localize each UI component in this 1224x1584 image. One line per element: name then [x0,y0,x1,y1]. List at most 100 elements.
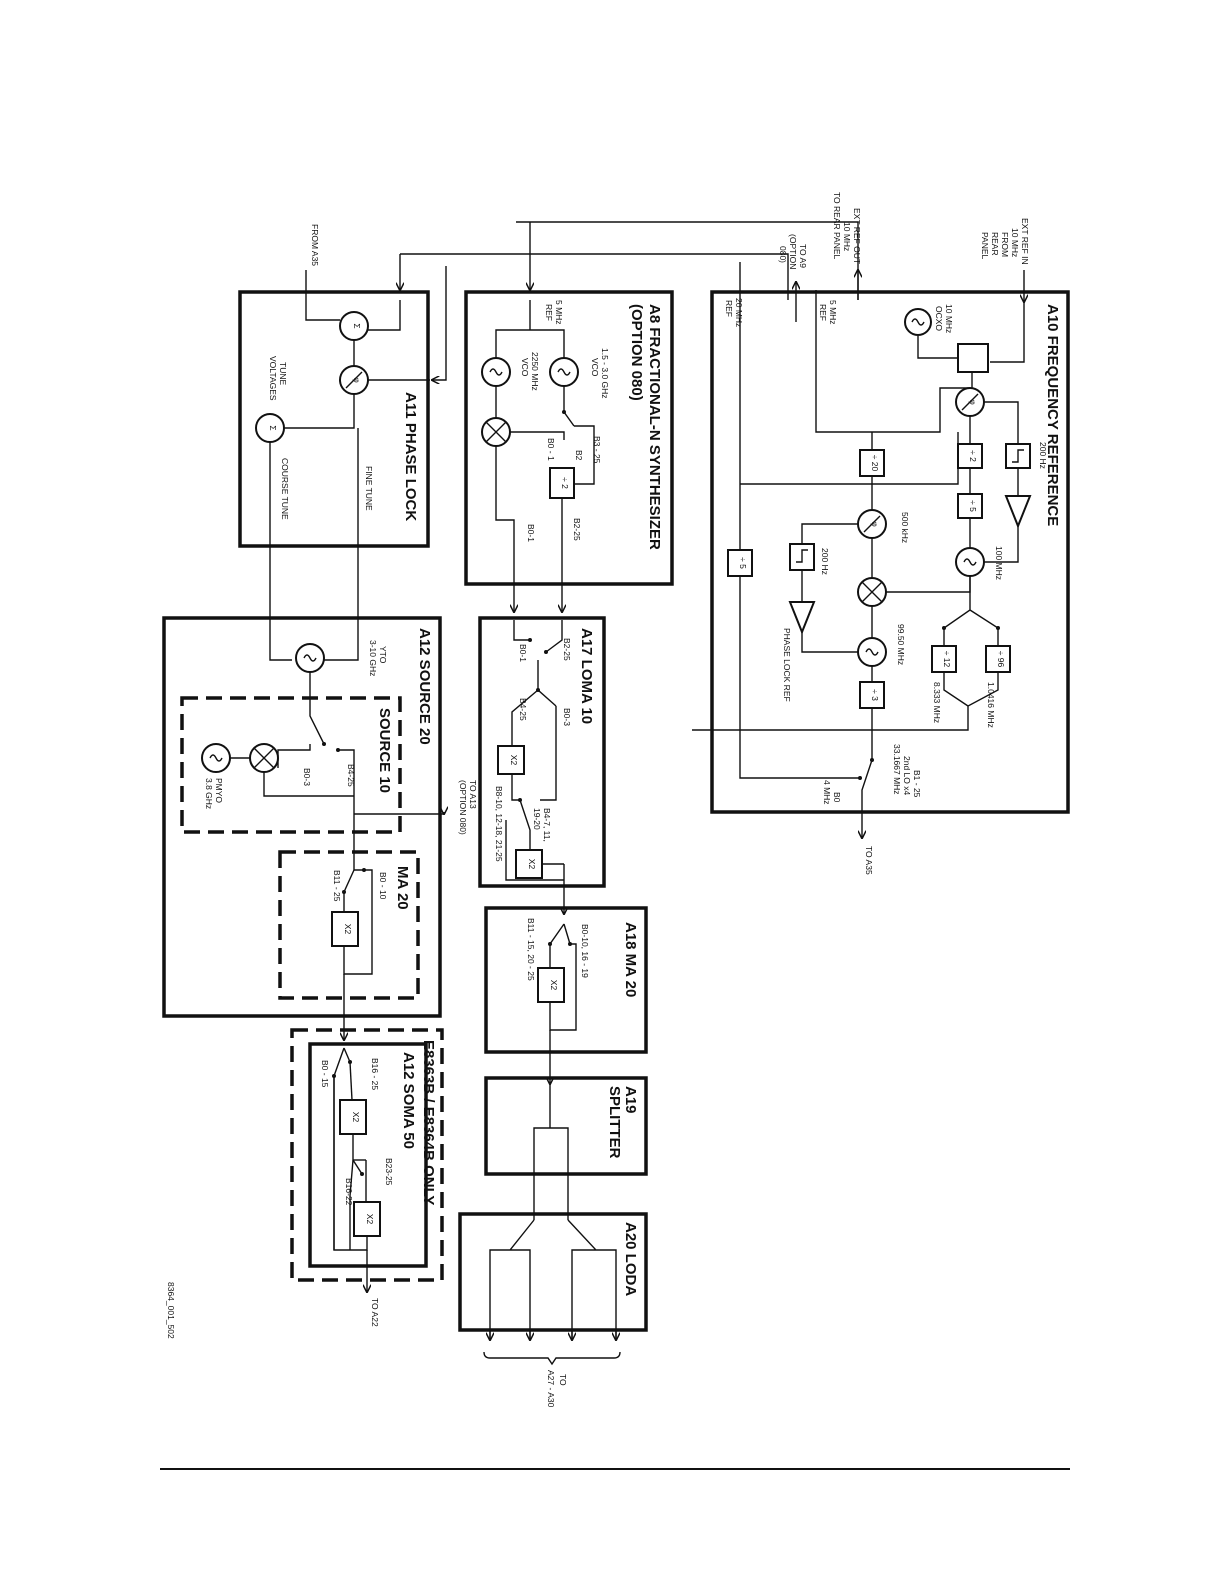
a19-title-line2: SPLITTER [606,1086,623,1159]
from-a35-label: FROM A35 [310,224,320,266]
a18-title: A18 MA 20 [622,922,639,997]
svg-text:B1 - 25: B1 - 25 [912,770,922,798]
a20-title: A20 LODA [622,1222,639,1296]
soma-inner-block [308,1042,428,1268]
svg-text:÷ 12: ÷ 12 [942,651,952,668]
svg-text:2250 MHz: 2250 MHz [530,352,540,391]
svg-text:A27 - A30: A27 - A30 [546,1370,556,1408]
svg-text:B0-10, 16 - 19: B0-10, 16 - 19 [580,924,590,978]
svg-text:COURSE TUNE: COURSE TUNE [280,458,290,520]
svg-text:φ: φ [968,399,978,405]
svg-text:PHASE LOCK REF: PHASE LOCK REF [782,628,792,702]
svg-text:19-20: 19-20 [532,808,542,830]
svg-text:VCO: VCO [520,358,530,377]
x2-multiplier-a18 [537,967,565,1003]
divide-by-12 [931,645,957,673]
svg-text:÷ 5: ÷ 5 [738,557,748,569]
amplifier-icon [1004,495,1032,529]
svg-text:33.1667 MHz: 33.1667 MHz [892,744,902,795]
svg-text:B23-25: B23-25 [384,1158,394,1186]
soma-outer-block [290,1028,444,1282]
soma-title-line2: A12 SOMA 50 [400,1052,417,1149]
a8-block [464,290,674,586]
soma-title: E8363B / E8364B ONLY [420,1040,437,1205]
a12-source20-title: A12 SOURCE 20 [416,628,433,745]
svg-text:B11 - 25: B11 - 25 [332,870,342,902]
svg-text:(OPTION 080): (OPTION 080) [458,780,468,835]
svg-text:EXT REF IN: EXT REF IN [1020,218,1030,265]
a20-block [458,1212,648,1332]
svg-text:REF: REF [818,304,828,321]
svg-text:VCO: VCO [590,358,600,377]
a8-option: (OPTION 080) [628,304,645,401]
svg-text:B2-25: B2-25 [562,638,572,661]
svg-text:φ: φ [352,377,362,383]
x2-multiplier-soma-a [339,1099,367,1135]
page-footer-rule [160,1468,1070,1470]
svg-text:FROM: FROM [1000,232,1010,257]
svg-text:X2: X2 [527,859,537,870]
svg-text:TO A13: TO A13 [468,780,478,809]
svg-text:TO REAR PANEL: TO REAR PANEL [832,192,842,260]
ext-ref-out-label: EXT REF OUT 10 MHz TO REAR PANEL [832,192,862,264]
svg-text:÷ 96: ÷ 96 [996,651,1006,668]
ocxo-label: 10 MHz [944,304,954,333]
svg-text:÷ 5: ÷ 5 [968,500,978,512]
ma20-inner-block [278,850,420,1000]
svg-text:B16-22: B16-22 [344,1178,354,1206]
svg-text:TUNE: TUNE [278,362,288,385]
svg-text:200 Hz: 200 Hz [1038,442,1048,469]
svg-text:X2: X2 [549,980,559,991]
svg-text:B0 - 1: B0 - 1 [546,438,556,461]
a11-title: A11 PHASE LOCK [402,392,419,521]
svg-text:REF: REF [544,304,554,321]
svg-text:÷ 3: ÷ 3 [870,689,880,701]
svg-text:1.0416 MHz: 1.0416 MHz [986,682,996,728]
svg-text:PANEL: PANEL [980,232,990,260]
ext-ref-in-label: EXT REF IN 10 MHz FROM REAR PANEL [980,218,1030,265]
svg-text:5 MHz: 5 MHz [554,300,564,325]
x2-multiplier-soma-b [353,1201,381,1237]
a17-block [478,616,606,888]
svg-text:4 MHz: 4 MHz [822,780,832,805]
svg-text:(OPTION: (OPTION [788,234,798,269]
svg-text:5 MHz: 5 MHz [828,300,838,325]
x2-multiplier-a17-a [497,745,525,775]
svg-text:B0-3: B0-3 [562,708,572,726]
svg-text:FINE TUNE: FINE TUNE [364,466,374,511]
amplifier-b-icon [788,601,816,635]
a17-title: A17 LOMA 10 [578,628,595,724]
svg-text:99.50 MHz: 99.50 MHz [896,624,906,665]
svg-text:OCXO: OCXO [934,306,944,331]
svg-text:B0-1: B0-1 [518,644,528,662]
svg-text:B0 - 10: B0 - 10 [378,872,388,900]
a10-title: A10 FREQUENCY REFERENCE [1044,304,1061,526]
x2-multiplier-ma20 [331,911,359,947]
svg-text:500 kHz: 500 kHz [900,512,910,543]
svg-text:100 MHz: 100 MHz [994,546,1004,580]
svg-text:8.333 MHz: 8.333 MHz [932,682,942,723]
svg-text:1.5 - 3.0 GHz: 1.5 - 3.0 GHz [600,348,610,399]
svg-text:REF: REF [724,300,734,317]
svg-text:B0-1: B0-1 [526,524,536,542]
svg-text:Σ: Σ [352,323,362,328]
to-a35-label: TO A35 [864,846,874,875]
svg-text:200 Hz: 200 Hz [820,548,830,575]
svg-text:TO A9: TO A9 [798,244,808,268]
source10-block [180,696,402,834]
to-a27-a30-label: TO [558,1374,568,1386]
svg-text:B2: B2 [574,450,584,461]
svg-text:VOLTAGES: VOLTAGES [268,356,278,401]
svg-text:B11 - 15, 20 - 25: B11 - 15, 20 - 25 [526,918,536,981]
svg-text:10 MHz: 10 MHz [1010,228,1020,257]
svg-text:B2-25: B2-25 [572,518,582,541]
a12-source20-block [162,616,442,1018]
svg-text:B4-7, 11,: B4-7, 11, [542,808,552,842]
svg-text:YTO: YTO [378,646,388,664]
svg-text:PMYO: PMYO [214,778,224,803]
svg-text:3.8 GHz: 3.8 GHz [204,778,214,809]
svg-text:2nd LO x4: 2nd LO x4 [902,756,912,795]
svg-text:÷ 2: ÷ 2 [560,477,570,489]
to-a22-label: TO A22 [370,1298,380,1327]
svg-text:B0 - 15: B0 - 15 [320,1060,330,1088]
